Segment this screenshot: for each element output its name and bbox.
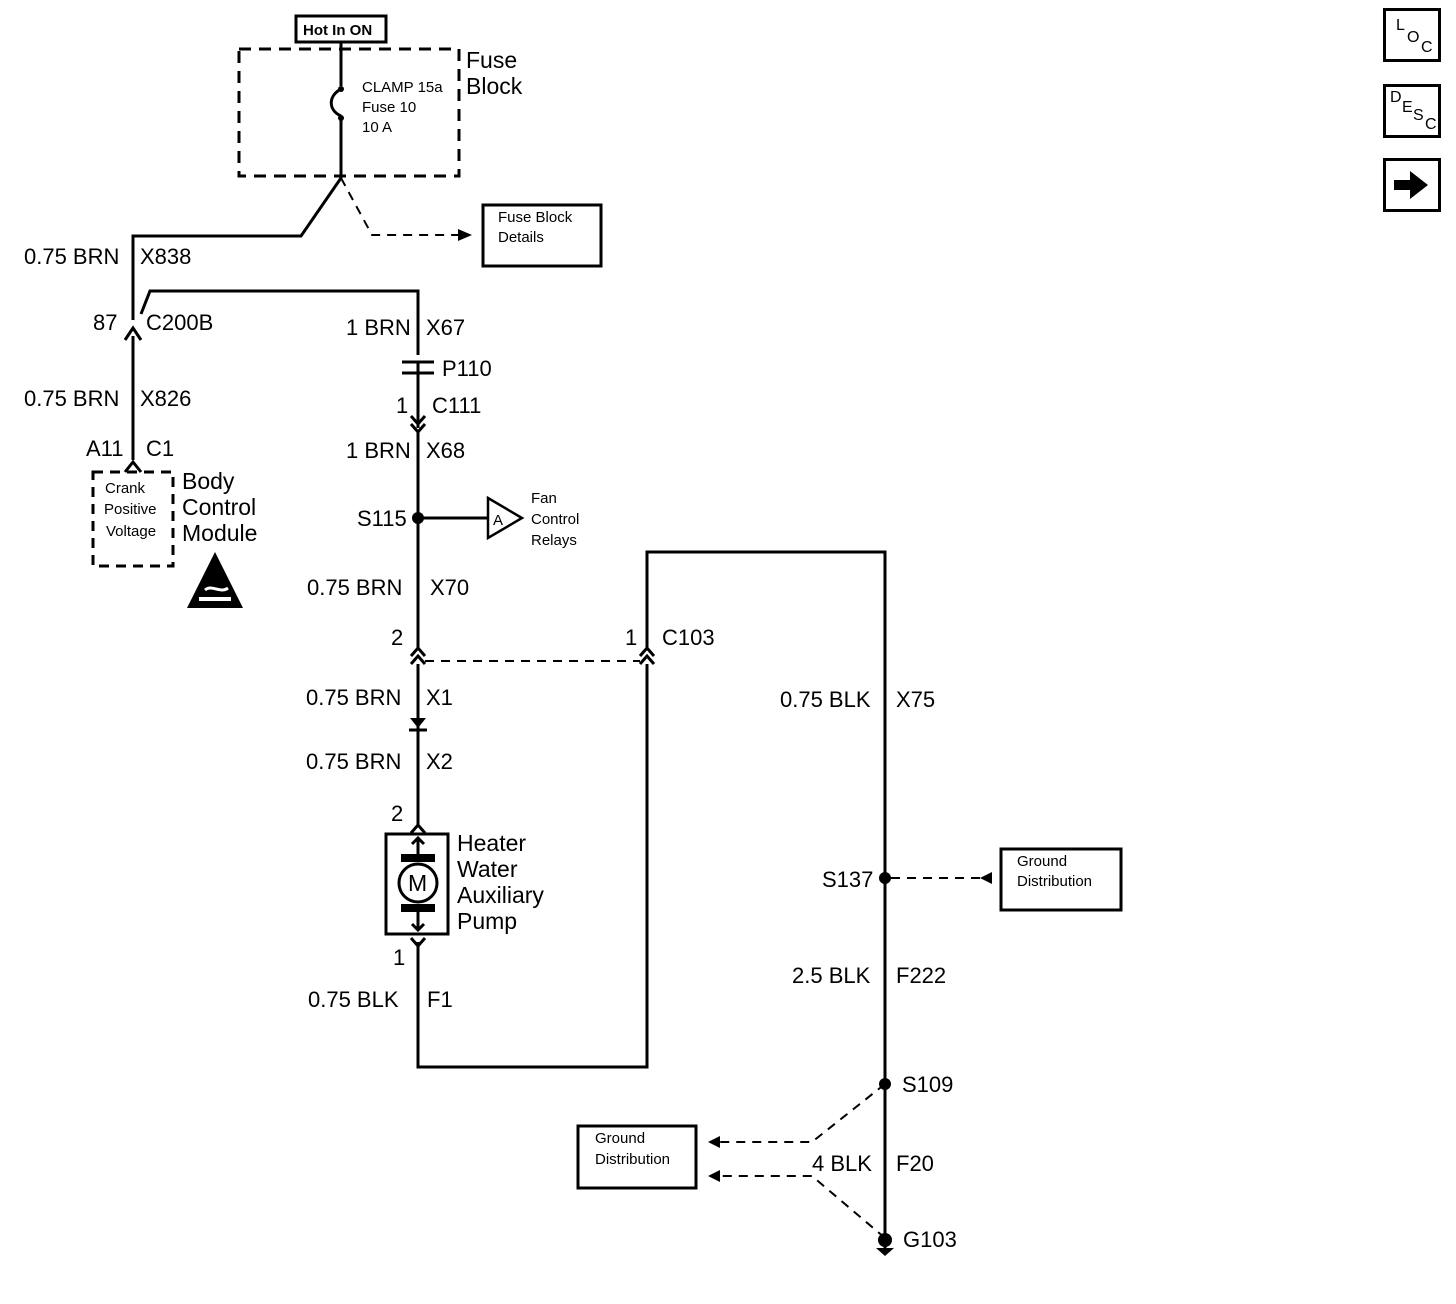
c103-pin-right: 1 [625,625,637,650]
ground-distribution-left-link[interactable] [576,1124,698,1190]
motor-icon [397,835,439,933]
bcm-title-1: Body [182,468,235,494]
desc-letter-3: S [1413,107,1424,124]
fuse-block-outline [237,47,461,178]
p110-passthrough [402,360,434,375]
wire-x67 [139,289,420,355]
bcm-pin: A11 [86,436,124,461]
wire-f222-gauge: 2.5 BLK [792,963,871,988]
fan-label-2: Control [531,511,579,528]
fan-label-3: Relays [531,532,577,549]
loc-letter-2: O [1407,29,1420,46]
ground-dist-left-2: Distribution [595,1151,670,1168]
pump-title-4: Pump [457,908,517,934]
wire-f1-id: F1 [427,987,453,1012]
wire-x1-gauge: 0.75 BRN [306,685,401,710]
wire-x75-id: X75 [896,687,935,712]
fan-label-1: Fan [531,490,557,507]
fuse-block-title-2: Block [466,73,523,99]
bcm-inner-1: Crank [105,480,146,497]
c103-connector-right [638,645,656,665]
fuse-rating: 10 A [362,119,392,136]
c200b-pin: 87 [93,310,117,335]
fan-relays-offpage-link[interactable] [486,495,525,541]
ground-icon [876,1233,894,1256]
bcm-title-2: Control [182,494,256,520]
s109-id: S109 [902,1072,953,1097]
next-button[interactable] [1383,158,1441,212]
ground-dist-right-2: Distribution [1017,873,1092,890]
ground-distribution-right-link[interactable] [999,847,1123,912]
s137-splice [879,872,891,884]
fan-ref: A [493,512,503,529]
wire-x826-id: X826 [140,386,191,411]
c111-id: C111 [432,393,481,418]
wire-x2-gauge: 0.75 BRN [306,749,401,774]
ground-dist-right-1: Ground [1017,853,1067,870]
bcm-outline [91,470,175,568]
desc-letter-1: D [1390,89,1402,106]
c103-connector-left [409,645,427,665]
fuse-name: CLAMP 15a [362,79,443,96]
g103-id: G103 [903,1227,957,1252]
loc-letter-3: C [1421,39,1433,56]
location-button[interactable]: L O C [1383,8,1441,62]
wire-f1 [416,664,649,1069]
fuse-block-title-1: Fuse [466,47,517,73]
wire-x1-id: X1 [426,685,453,710]
loc-letter-1: L [1396,17,1405,34]
wire-x838-gauge: 0.75 BRN [24,244,119,269]
pump-pin-top: 2 [391,801,403,826]
fuse-block-details-line2: Details [498,229,544,246]
arrow-right-icon [1394,171,1428,199]
bcm-connector: C1 [146,436,174,461]
esd-warning-icon [187,552,243,608]
wire-x838-id: X838 [140,244,191,269]
wire-f20-gauge: 4 BLK [812,1151,872,1176]
fuse-icon [329,49,344,178]
wire-x2-id: X2 [426,749,453,774]
wire-f222-id: F222 [896,963,946,988]
wire-x67-gauge: 1 BRN [346,315,411,340]
wire-x75-gauge: 0.75 BLK [780,687,871,712]
c200b-id: C200B [146,310,213,335]
description-button[interactable]: D E S C [1383,84,1441,138]
wire-x68-id: X68 [426,438,465,463]
pump-title-1: Heater [457,830,526,856]
desc-letter-2: E [1402,99,1413,116]
pump-title-3: Auxiliary [457,882,544,908]
pump-pin-bottom: 1 [393,945,405,970]
fuse-block-details-line1: Fuse Block [498,209,573,226]
c103-id: C103 [662,625,715,650]
c200b-connector [123,325,143,341]
wire-x67-id: X67 [426,315,465,340]
wire-f20-id: F20 [896,1151,934,1176]
bcm-title-3: Module [182,520,257,546]
wire-x826-gauge: 0.75 BRN [24,386,119,411]
bcm-inner-2: Positive [104,501,157,518]
wire-x838 [131,177,343,320]
p110-id: P110 [442,356,492,381]
c103-pin-left: 2 [391,625,403,650]
fuse-number: Fuse 10 [362,99,416,116]
wire-x75-f222-f20 [645,550,887,1248]
desc-letter-4: C [1425,116,1437,133]
motor-symbol: M [408,870,427,896]
c111-pin: 1 [396,393,408,418]
s137-id: S137 [822,867,873,892]
hot-in-on-label: Hot In ON [303,22,372,39]
wire-x68-gauge: 1 BRN [346,438,411,463]
s115-id: S115 [357,506,407,531]
wire-x70-id: X70 [430,575,469,600]
ground-dist-left-1: Ground [595,1130,645,1147]
diode-icon [409,718,427,732]
wire-f1-gauge: 0.75 BLK [308,987,399,1012]
pump-title-2: Water [457,856,518,882]
fuse-block-details-link[interactable] [481,203,603,268]
wire-x70-gauge: 0.75 BRN [307,575,402,600]
bcm-inner-3: Voltage [106,523,156,540]
